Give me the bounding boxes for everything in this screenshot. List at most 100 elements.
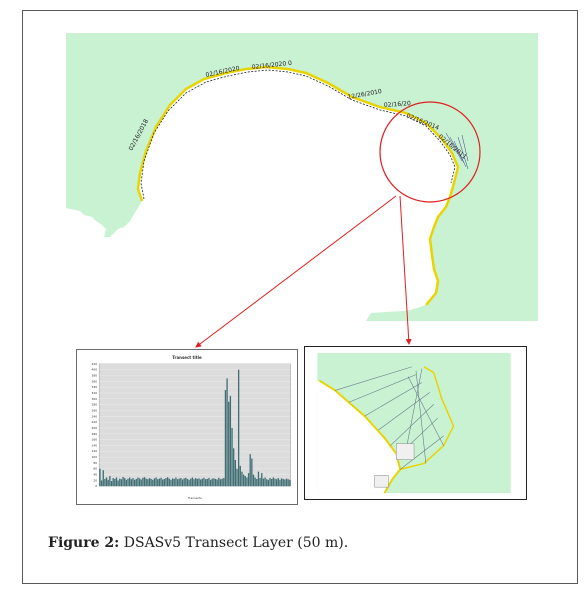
zoom-shoreline-2 bbox=[400, 366, 455, 471]
map-date-label: 02/16/20 bbox=[384, 100, 412, 109]
bar bbox=[145, 478, 147, 487]
y-tick-label: 320 bbox=[92, 391, 98, 395]
y-tick-label: 280 bbox=[92, 403, 98, 407]
y-tick-label: 360 bbox=[92, 379, 98, 383]
bar bbox=[284, 479, 286, 487]
bar bbox=[188, 479, 190, 487]
bar bbox=[129, 477, 131, 487]
bar bbox=[226, 378, 228, 487]
bar bbox=[242, 474, 245, 487]
bar bbox=[165, 478, 167, 487]
chart-title: Transect title bbox=[172, 355, 202, 360]
bar bbox=[112, 478, 114, 487]
bar bbox=[214, 478, 217, 487]
figure-label: Figure 2: bbox=[48, 535, 120, 551]
y-tick-label: 80 bbox=[93, 461, 97, 465]
y-tick-label: 140 bbox=[92, 443, 98, 447]
y-tick-label: 260 bbox=[92, 408, 98, 412]
bar bbox=[241, 471, 243, 487]
bar bbox=[196, 478, 199, 487]
bar bbox=[233, 448, 235, 487]
coastline-map: 02/16/2020 02/16/2020 0 02/16/2018 12/26… bbox=[66, 33, 538, 321]
bar bbox=[261, 473, 263, 487]
bar bbox=[120, 479, 123, 487]
bar bbox=[115, 477, 118, 487]
bar bbox=[221, 478, 223, 487]
y-tick-label: 400 bbox=[92, 368, 98, 372]
bar bbox=[234, 460, 237, 487]
bar bbox=[208, 478, 210, 487]
bar bbox=[247, 473, 250, 487]
bar bbox=[272, 477, 274, 487]
bar bbox=[107, 479, 109, 487]
bar bbox=[153, 478, 156, 487]
bar bbox=[271, 478, 273, 487]
bar bbox=[239, 465, 241, 487]
bar bbox=[183, 478, 185, 487]
bar bbox=[175, 477, 177, 487]
bar bbox=[110, 480, 113, 487]
bar bbox=[211, 478, 213, 487]
bar bbox=[237, 369, 240, 487]
y-tick-label: 100 bbox=[92, 455, 98, 459]
bar bbox=[185, 477, 187, 487]
shoreline bbox=[136, 65, 460, 306]
y-tick-label: 300 bbox=[92, 397, 98, 401]
y-tick-label: 60 bbox=[93, 467, 97, 471]
bar bbox=[186, 478, 189, 487]
bar bbox=[124, 478, 126, 487]
bar bbox=[219, 479, 222, 487]
y-tick-label: 20 bbox=[93, 478, 97, 482]
bar bbox=[180, 478, 182, 487]
bar bbox=[262, 478, 265, 487]
y-tick-label: 120 bbox=[92, 449, 98, 453]
baseline bbox=[140, 69, 456, 200]
y-tick-label: 160 bbox=[92, 438, 98, 442]
bar bbox=[229, 395, 232, 487]
bar bbox=[285, 478, 288, 487]
bar bbox=[252, 474, 255, 487]
bar bbox=[277, 478, 279, 487]
bar bbox=[140, 479, 142, 487]
bar bbox=[280, 478, 283, 487]
bar bbox=[148, 478, 151, 487]
bars bbox=[99, 369, 291, 487]
bar bbox=[166, 477, 169, 487]
bar bbox=[191, 477, 194, 487]
bar bbox=[279, 479, 281, 487]
bar bbox=[259, 478, 261, 487]
highlight-circle bbox=[379, 101, 481, 203]
bar bbox=[138, 478, 141, 487]
bar bbox=[269, 478, 271, 487]
bar bbox=[178, 478, 180, 487]
bar bbox=[143, 477, 146, 487]
bar bbox=[162, 479, 164, 487]
bar bbox=[254, 477, 256, 487]
bar bbox=[104, 478, 106, 487]
bar bbox=[130, 479, 132, 487]
bar bbox=[152, 479, 154, 487]
y-tick-labels: 0204060801001201401601802002202402602803… bbox=[92, 362, 98, 488]
bar bbox=[224, 390, 227, 487]
bar bbox=[100, 480, 103, 487]
bar bbox=[127, 478, 129, 487]
zoom-water bbox=[317, 380, 401, 494]
bar bbox=[209, 479, 212, 487]
map-date-label: 02/16/2020 0 bbox=[251, 60, 292, 71]
bar bbox=[204, 479, 207, 487]
bar bbox=[168, 478, 170, 487]
bar bbox=[109, 476, 111, 487]
bar bbox=[119, 478, 121, 487]
y-tick-label: 180 bbox=[92, 432, 98, 436]
bar bbox=[137, 477, 139, 487]
bar bbox=[218, 477, 220, 487]
bar bbox=[198, 478, 200, 487]
bar bbox=[256, 478, 258, 487]
bar bbox=[203, 477, 205, 487]
bar bbox=[249, 454, 251, 487]
bar bbox=[117, 480, 119, 487]
x-axis-label: Transects bbox=[187, 496, 202, 500]
bar bbox=[201, 478, 203, 487]
bar bbox=[160, 477, 162, 487]
bar bbox=[244, 476, 246, 487]
